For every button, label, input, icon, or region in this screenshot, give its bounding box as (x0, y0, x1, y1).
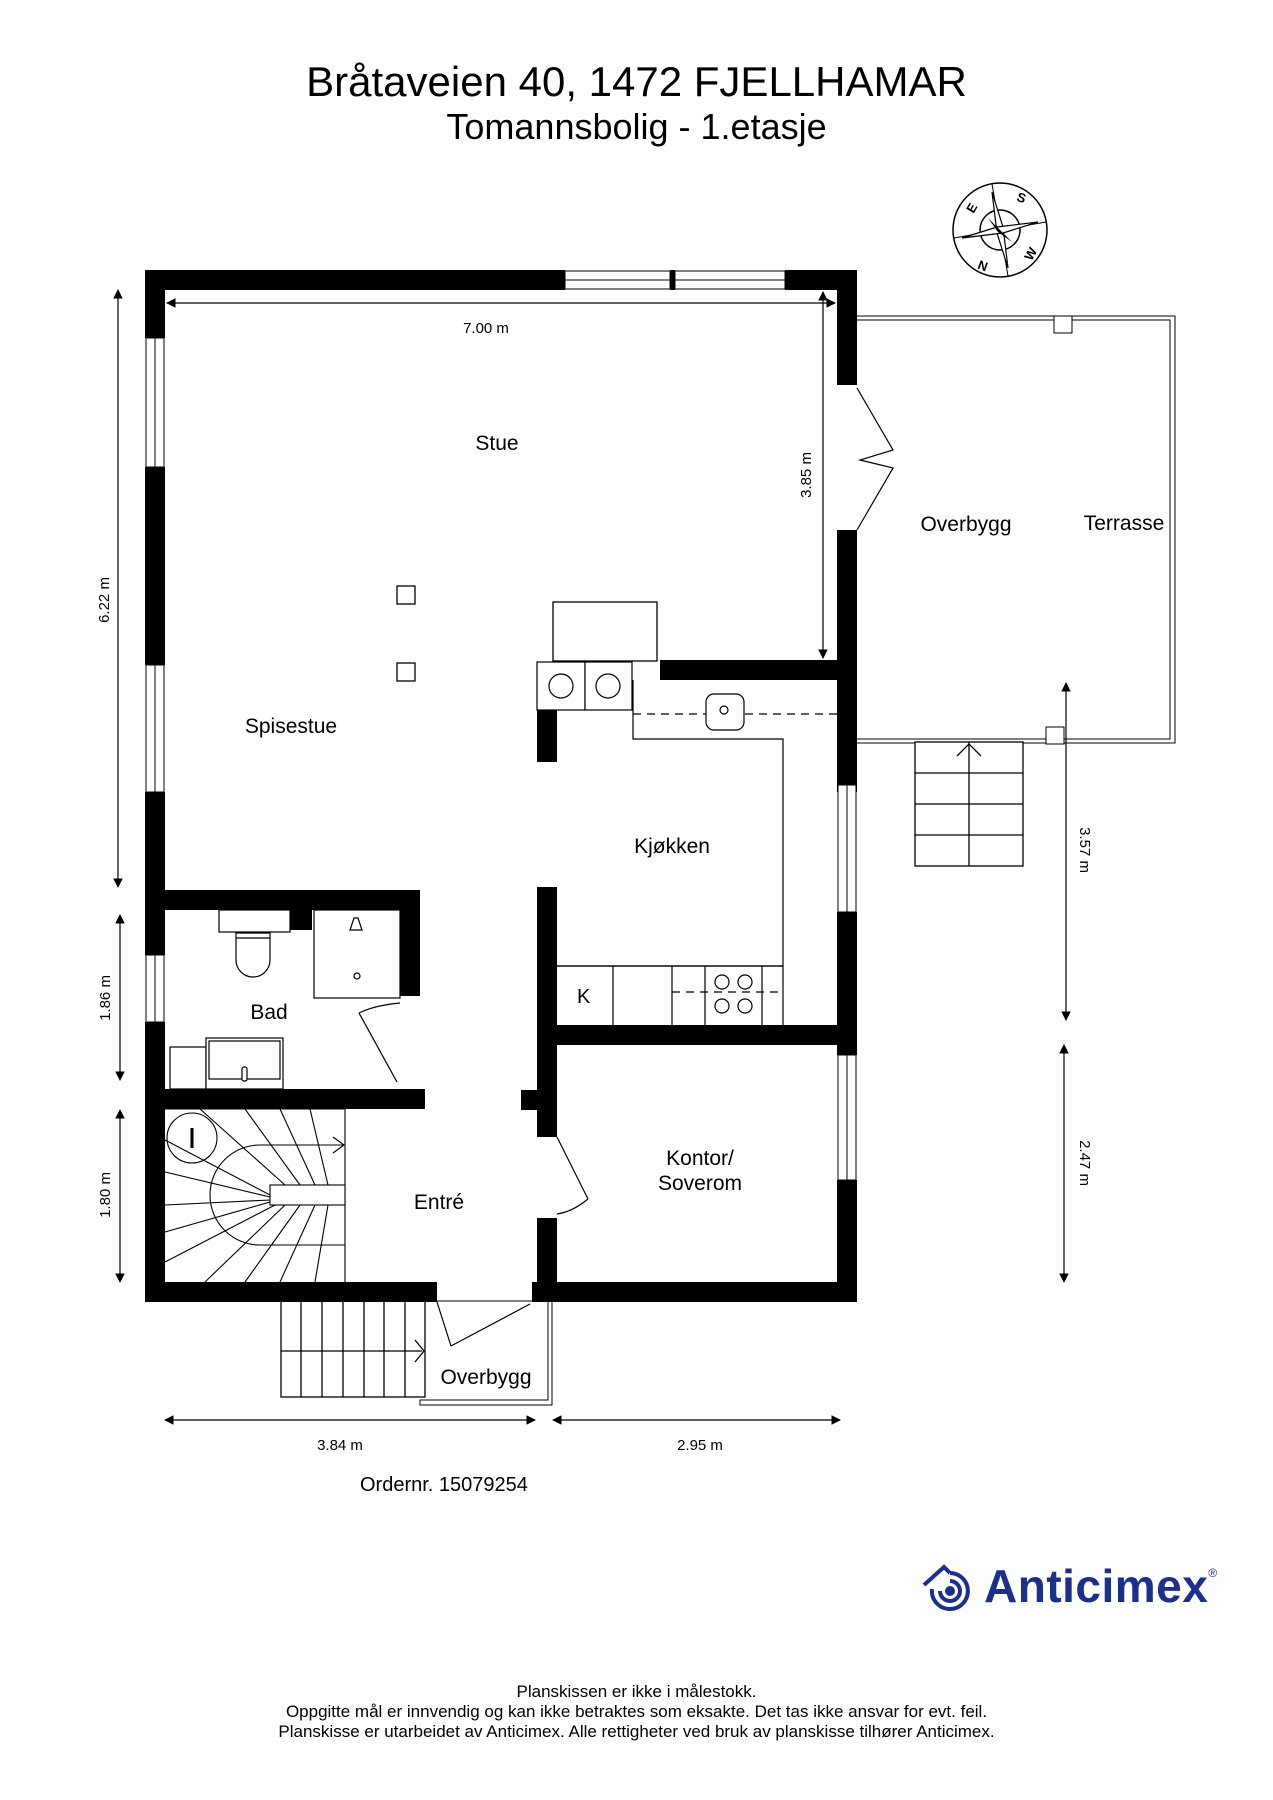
dim-bottom-left: 3.84 m (317, 1437, 363, 1454)
windows (145, 270, 857, 1181)
page-title: Bråtaveien 40, 1472 FJELLHAMAR (306, 58, 967, 105)
doors (358, 387, 894, 1347)
room-label-overbygg-entry: Overbygg (440, 1366, 531, 1389)
dim-stair-height: 1.80 m (97, 1172, 114, 1218)
dim-stue-width: 7.00 m (463, 320, 509, 337)
entry-stairs (280, 1300, 426, 1398)
room-label-kontor-2: Soverom (658, 1172, 742, 1195)
disclaimer-line-2: Oppgitte mål er innvendig og kan ikke be… (285, 1702, 988, 1721)
dim-stue-depth: 3.85 m (798, 452, 815, 498)
room-label-entre: Entré (414, 1191, 464, 1214)
room-label-stue: Stue (475, 432, 518, 455)
dim-terrace-depth: 3.57 m (1076, 827, 1093, 873)
fireplace (552, 601, 658, 662)
dimension-lines (113, 289, 1071, 1425)
compass-rose-icon: E S W N (952, 182, 1048, 278)
stue-fixtures (396, 585, 658, 682)
disclaimer-line-1: Planskissen er ikke i målestokk. (516, 1682, 757, 1701)
room-label-terrasse: Terrasse (1084, 512, 1165, 535)
terrace-stairs (914, 741, 1024, 867)
bathroom-fixtures (169, 909, 401, 1090)
dim-kontor-height: 2.47 m (1076, 1140, 1093, 1186)
page-subtitle: Tomannsbolig - 1.etasje (446, 106, 827, 147)
room-label-bad: Bad (250, 1001, 287, 1024)
anticimex-house-spiral-icon (922, 1564, 970, 1611)
kitchen-fridge-marker: K (577, 986, 591, 1008)
room-label-kontor-1: Kontor/ (666, 1147, 734, 1170)
dim-left-total: 6.22 m (96, 577, 113, 623)
kitchen-fixtures (536, 661, 837, 1025)
registered-mark: ® (1208, 1566, 1218, 1580)
order-number: Ordernr. 15079254 (360, 1474, 528, 1496)
dim-bad-height: 1.86 m (97, 975, 114, 1021)
room-label-spisestue: Spisestue (245, 715, 337, 738)
disclaimer-line-3: Planskisse er utarbeidet av Anticimex. A… (278, 1722, 995, 1741)
dim-bottom-right: 2.95 m (677, 1437, 723, 1454)
disclaimer: Planskissen er ikke i målestokk. Oppgitt… (0, 1682, 1273, 1742)
room-label-overbygg-terrace: Overbygg (920, 513, 1011, 536)
walls (145, 270, 857, 1302)
anticimex-logo: Anticimex ® (920, 1556, 1217, 1616)
brand-name: Anticimex (984, 1560, 1209, 1612)
room-label-kjokken: Kjøkken (634, 835, 710, 858)
interior-stairs (164, 1108, 346, 1283)
